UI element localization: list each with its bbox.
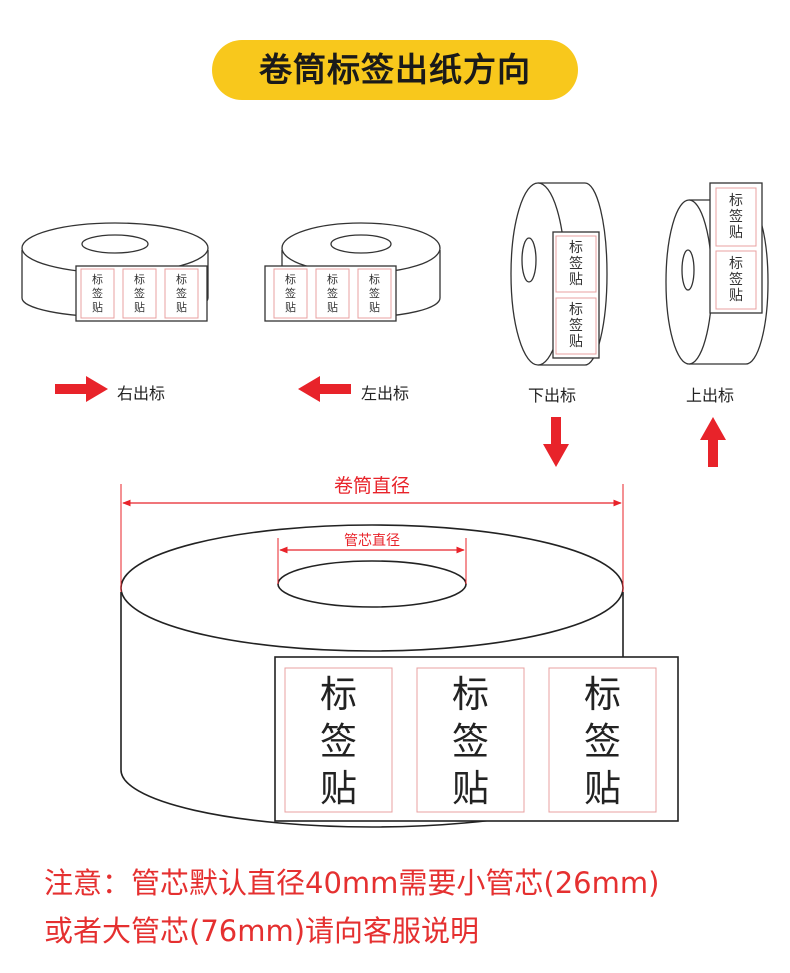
roll-up-label-1: 标 签 贴 bbox=[715, 187, 757, 247]
roll-down-out bbox=[510, 182, 608, 366]
svg-text:贴: 贴 bbox=[285, 300, 296, 314]
svg-text:贴: 贴 bbox=[327, 300, 338, 314]
svg-text:贴: 贴 bbox=[569, 272, 583, 288]
svg-text:签: 签 bbox=[320, 720, 357, 763]
direction-up-label: 上出标 bbox=[686, 386, 735, 405]
roll-right-label-2: 标 签 贴 bbox=[122, 268, 157, 319]
arrow-down-icon bbox=[543, 417, 569, 467]
roll-right-label-1: 标 签 贴 bbox=[80, 268, 115, 319]
roll-left-label-1: 标 签 贴 bbox=[273, 268, 308, 319]
title-banner: 卷筒标签出纸方向 bbox=[212, 40, 578, 100]
svg-text:贴: 贴 bbox=[176, 300, 187, 314]
roll-diameter-label: 卷筒直径 bbox=[334, 475, 410, 497]
svg-text:贴: 贴 bbox=[134, 300, 145, 314]
svg-text:标: 标 bbox=[327, 272, 338, 286]
svg-text:标: 标 bbox=[569, 240, 583, 256]
svg-text:签: 签 bbox=[569, 317, 583, 334]
svg-text:标: 标 bbox=[729, 193, 743, 209]
big-label-2: 标 签 贴 bbox=[416, 667, 525, 813]
svg-text:标: 标 bbox=[285, 272, 296, 286]
svg-text:签: 签 bbox=[584, 720, 621, 763]
svg-text:签: 签 bbox=[369, 286, 380, 300]
svg-text:签: 签 bbox=[452, 720, 489, 763]
core-diameter-label: 管芯直径 bbox=[344, 532, 400, 549]
svg-text:贴: 贴 bbox=[729, 288, 743, 304]
direction-down-label: 下出标 bbox=[528, 386, 577, 405]
svg-text:签: 签 bbox=[729, 208, 743, 225]
arrow-left-icon bbox=[298, 376, 351, 402]
svg-text:标: 标 bbox=[92, 272, 103, 286]
roll-down-label-2: 标 签 贴 bbox=[555, 297, 597, 355]
arrow-up-icon bbox=[700, 417, 726, 467]
roll-left-label-2: 标 签 贴 bbox=[315, 268, 350, 319]
svg-text:签: 签 bbox=[327, 286, 338, 300]
direction-right-label: 右出标 bbox=[117, 384, 166, 403]
svg-text:签: 签 bbox=[729, 271, 743, 288]
svg-text:贴: 贴 bbox=[320, 767, 357, 810]
direction-left-label: 左出标 bbox=[361, 384, 410, 403]
roll-down-label-1: 标 签 贴 bbox=[555, 235, 597, 293]
svg-text:贴: 贴 bbox=[729, 225, 743, 241]
svg-text:标: 标 bbox=[369, 272, 380, 286]
roll-up-out bbox=[665, 182, 769, 365]
core-diameter-dimension: 管芯直径 bbox=[277, 532, 467, 584]
roll-left-out bbox=[264, 222, 441, 322]
page-title: 卷筒标签出纸方向 bbox=[259, 50, 531, 89]
big-label-1: 标 签 贴 bbox=[284, 667, 393, 813]
roll-diameter-dimension: 卷筒直径 bbox=[120, 475, 624, 592]
svg-text:贴: 贴 bbox=[584, 767, 621, 810]
roll-right-label-3: 标 签 贴 bbox=[164, 268, 199, 319]
svg-text:标: 标 bbox=[176, 272, 187, 286]
svg-text:贴: 贴 bbox=[369, 300, 380, 314]
svg-text:标: 标 bbox=[452, 673, 489, 716]
roll-up-label-2: 标 签 贴 bbox=[715, 250, 757, 310]
svg-text:签: 签 bbox=[92, 286, 103, 300]
svg-text:标: 标 bbox=[584, 673, 621, 716]
svg-text:标: 标 bbox=[569, 302, 583, 318]
svg-text:标: 标 bbox=[320, 673, 357, 716]
svg-text:贴: 贴 bbox=[569, 334, 583, 350]
svg-text:标: 标 bbox=[134, 272, 145, 286]
svg-text:贴: 贴 bbox=[452, 767, 489, 810]
note-line-2: 或者大管芯(76mm)请向客服说明 bbox=[44, 914, 480, 948]
svg-text:签: 签 bbox=[134, 286, 145, 300]
note-line-1: 注意：管芯默认直径40mm需要小管芯(26mm) bbox=[44, 866, 660, 900]
roll-right-out bbox=[21, 222, 209, 322]
svg-text:标: 标 bbox=[729, 256, 743, 272]
big-label-3: 标 签 贴 bbox=[548, 667, 657, 813]
arrow-right-icon bbox=[55, 376, 108, 402]
roll-left-label-3: 标 签 贴 bbox=[357, 268, 392, 319]
svg-text:签: 签 bbox=[285, 286, 296, 300]
svg-text:签: 签 bbox=[176, 286, 187, 300]
big-roll bbox=[120, 524, 679, 828]
svg-text:签: 签 bbox=[569, 255, 583, 272]
svg-text:贴: 贴 bbox=[92, 300, 103, 314]
